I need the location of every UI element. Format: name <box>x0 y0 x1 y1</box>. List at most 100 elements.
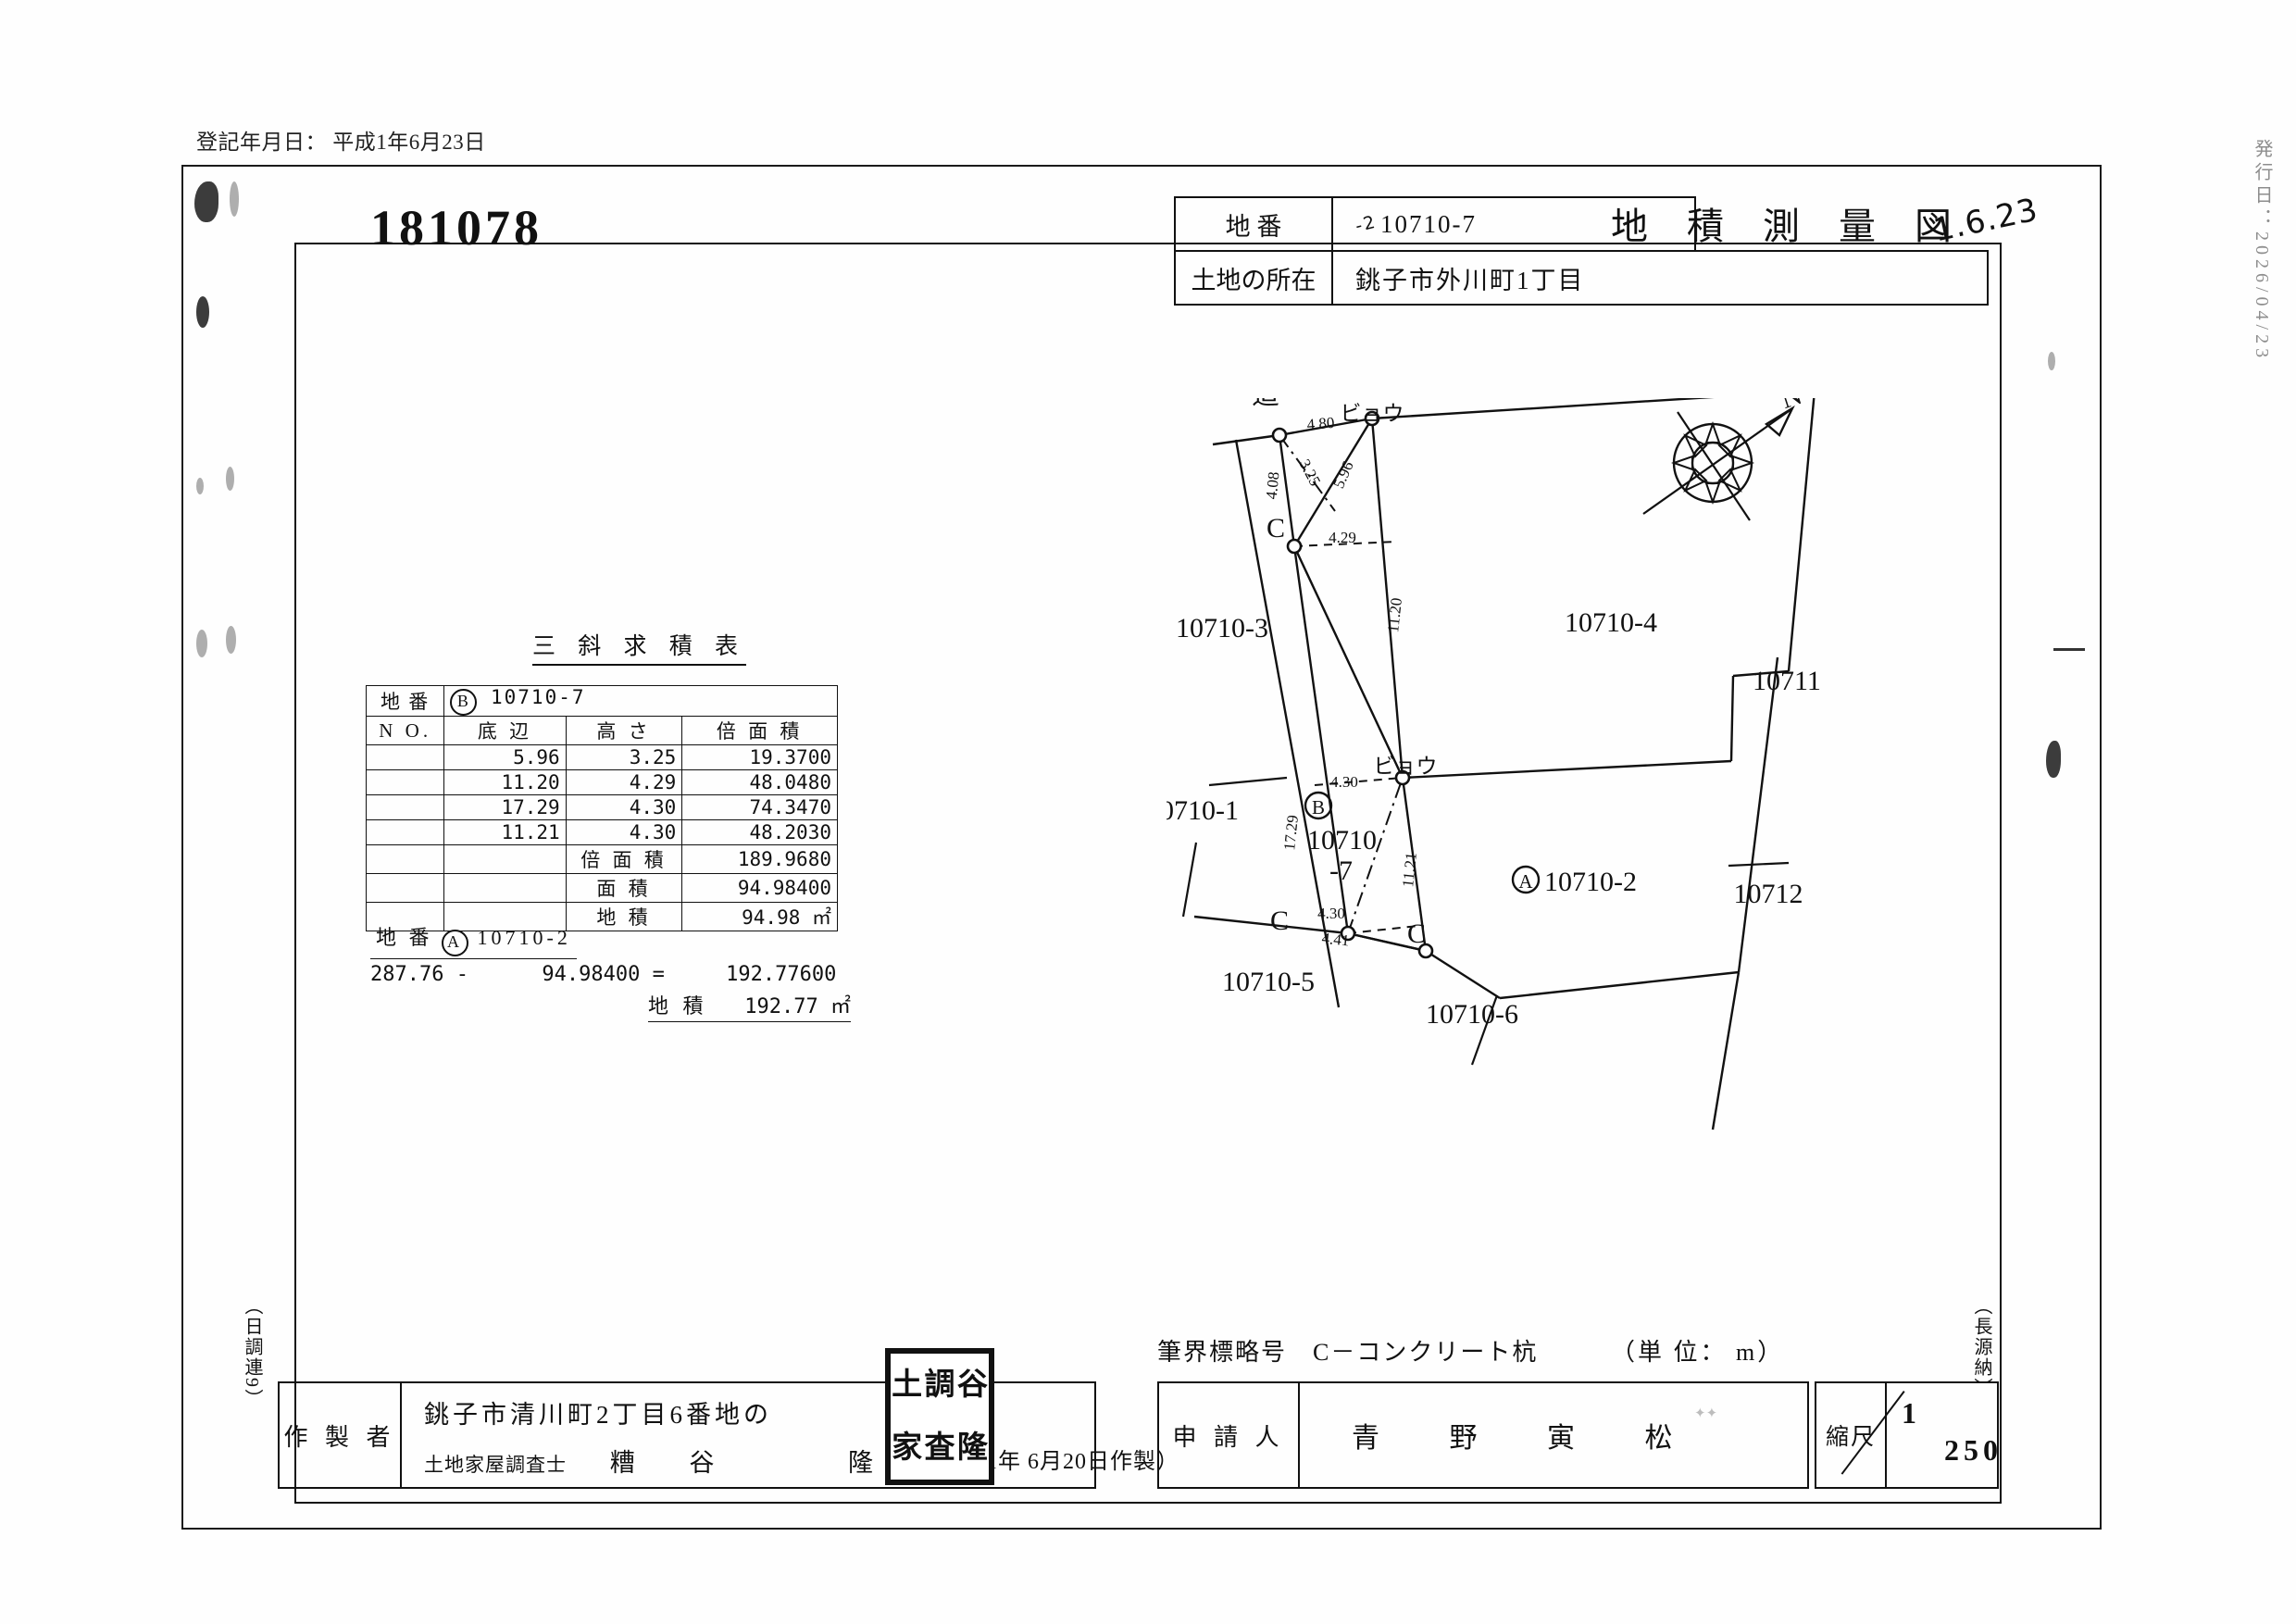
boundary-point <box>1417 943 1434 959</box>
issue-date-vertical: 発行日：2026/04/23 <box>2252 139 2272 363</box>
cell-base: 11.20 <box>443 769 567 795</box>
scan-artifact <box>2046 741 2061 778</box>
calc2-lot-value: 10710-2 <box>477 926 571 949</box>
col-base: 底 辺 <box>443 716 567 745</box>
maker-box: 作 製 者 銚子市清川町2丁目6番地の 土地家屋調査士 糟 谷 隆 （平成1年 … <box>278 1348 1179 1489</box>
drawing-frame <box>294 243 2002 1504</box>
dimension-label: 4.30 <box>1330 773 1358 791</box>
parcel-label-10710-3: 10710-3 <box>1176 613 1268 643</box>
cell-no <box>365 794 445 820</box>
subject-mark-b: B <box>1312 796 1325 818</box>
scan-artifact-tick <box>2053 648 2085 651</box>
seal-char: 査 <box>924 1430 955 1465</box>
seal-char: 土 <box>892 1368 923 1402</box>
boundary-point <box>1286 538 1303 555</box>
calc-header-row: N O. 底 辺 高 さ 倍 面 積 <box>365 716 838 745</box>
boundary-point <box>1394 769 1411 786</box>
scan-artifact <box>196 296 209 328</box>
cell-no <box>365 769 445 795</box>
document-number: 181078 <box>370 200 543 256</box>
dimension-label: 11.21 <box>1399 852 1420 888</box>
page-title: 地 積 測 量 図 <box>1611 206 1966 247</box>
parcel-label-10710-5: 10710-5 <box>1222 967 1315 997</box>
scale-denominator: 250 <box>1944 1433 2003 1467</box>
dimension-label: 11.20 <box>1384 597 1405 633</box>
calc-lot-label: 地 番 <box>365 685 445 717</box>
maker-name: 糟 谷 隆 <box>609 1449 897 1477</box>
cell-no <box>365 819 445 845</box>
cell-base: 17.29 <box>443 794 567 820</box>
surveyor-seal-stamp: 土 調 谷 家 査 隆 <box>885 1348 994 1485</box>
dimension-label: 4.30 <box>1317 905 1345 922</box>
dimension-label: 17.29 <box>1280 814 1302 851</box>
cell-base: 5.96 <box>443 744 567 770</box>
unit-note: （単 位： m） <box>1611 1339 1785 1366</box>
scan-artifact <box>196 630 207 657</box>
scan-artifact <box>196 478 204 494</box>
parcel-a-label: A 10710-2 <box>1511 865 1637 897</box>
seal-char: 調 <box>924 1368 955 1402</box>
side-label-left: （日調連9） <box>242 1296 262 1409</box>
calc2-result: 地 積 192.77 ㎡ <box>648 990 851 1022</box>
lot-mark-b: B <box>450 689 478 716</box>
table-row: 5.96 3.25 19.3700 <box>365 744 838 770</box>
dimension-label: 4.08 <box>1263 471 1283 501</box>
calc2-lot-line: 地 番 A 10710-2 <box>370 921 577 959</box>
side-label-right: （長源納） <box>1971 1296 1991 1398</box>
scale-box: 縮尺 1 250 <box>1815 1381 1999 1489</box>
secondary-calculation: 地 番 A 10710-2 287.76 - 94.98400 = 192.77… <box>370 921 851 1022</box>
applicant-seal-faint: ✦✦ <box>1694 1406 1718 1421</box>
subject-line1: 10710 <box>1307 825 1377 856</box>
calc-lot-row: 地 番 B 10710-7 <box>365 685 838 717</box>
calc2-equation: 287.76 - 94.98400 = 192.77600 <box>370 963 837 986</box>
cell-no <box>365 744 445 770</box>
dimension-label: 4.80 <box>1306 414 1335 434</box>
table-row: 11.21 4.30 48.2030 <box>365 819 838 845</box>
marker-label: ビョウ <box>1374 755 1438 778</box>
location-label: 土地の所在 <box>1176 252 1333 304</box>
boundary-point <box>1271 427 1288 443</box>
maker-address: 銚子市清川町2丁目6番地の <box>424 1401 772 1429</box>
scan-artifact <box>226 467 234 491</box>
summary-label: 倍 面 積 <box>565 844 683 874</box>
applicant-name: 青 野 寅 松 <box>1352 1423 1704 1454</box>
parcel-a-mark: A <box>1518 870 1533 893</box>
col-height: 高 さ <box>565 716 683 745</box>
dimension-label: 4.29 <box>1329 529 1356 546</box>
scale-divider <box>1807 1381 1809 1485</box>
scan-artifact <box>194 181 218 222</box>
cell-height: 3.25 <box>565 744 683 770</box>
summary-row: 倍 面 積 189.9680 <box>365 844 838 874</box>
calc2-lot-label: 地 番 <box>376 926 433 949</box>
parcel-label-10712: 10712 <box>1734 879 1803 909</box>
calc-table: 地 番 B 10710-7 N O. 底 辺 高 さ 倍 面 積 5.96 3.… <box>365 685 838 931</box>
survey-drawing: 道 路 10710-310710-110710-4107111071210710… <box>1167 398 2000 1324</box>
lot-number-text: 10710-7 <box>1379 209 1477 238</box>
calc2-result-value: 192.77 ㎡ <box>744 995 851 1018</box>
table-row: 11.20 4.29 48.0480 <box>365 769 838 795</box>
cell-height: 4.29 <box>565 769 683 795</box>
calc-lot-value: B 10710-7 <box>443 685 838 717</box>
summary-value: 94.98 ㎡ <box>681 902 838 931</box>
applicant-label: 申 請 人 <box>1159 1383 1300 1487</box>
marker-legend-note: 筆界標略号 C－コンクリート杭 <box>1157 1339 1539 1366</box>
cell-area: 48.0480 <box>681 769 838 795</box>
lot-number-label: 地 番 <box>1176 198 1333 250</box>
road-label-left: 道 <box>1252 398 1279 410</box>
north-label: N <box>1778 398 1806 415</box>
subject-parcel-label: B 10710 -7 <box>1304 791 1377 886</box>
summary-value: 94.98400 <box>681 873 838 903</box>
col-no: N O. <box>365 716 445 745</box>
summary-label: 面 積 <box>565 873 683 903</box>
maker-label: 作 製 者 <box>280 1383 402 1487</box>
maker-name-row: 土地家屋調査士 糟 谷 隆 <box>424 1443 897 1479</box>
table-row: 17.29 4.30 74.3470 <box>365 794 838 820</box>
north-arrow-icon <box>1642 405 1795 521</box>
summary-row: 地 積 94.98 ㎡ <box>365 902 838 931</box>
parcel-label-10711: 10711 <box>1753 666 1821 696</box>
summary-label: 地 積 <box>565 902 683 931</box>
location-row: 土地の所在 銚子市外川町1丁目 <box>1174 250 1989 306</box>
marker-label: C <box>1407 918 1426 949</box>
